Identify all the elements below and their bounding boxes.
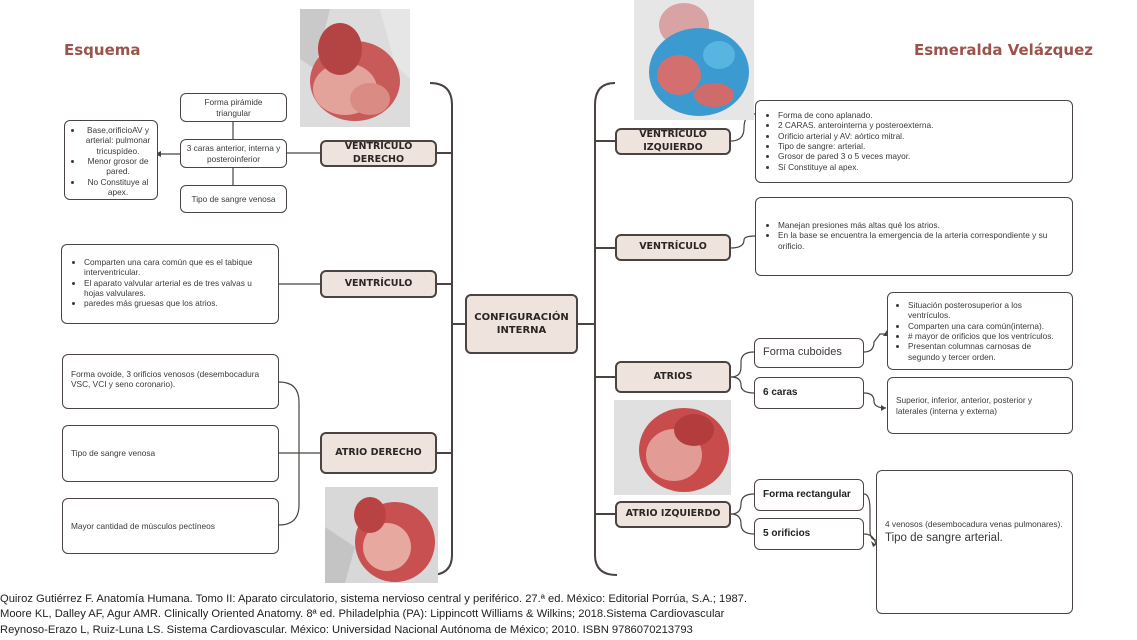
atrios-caras-box: 6 caras	[754, 377, 864, 409]
vd-detail-item: No Constituye al apex.	[83, 177, 153, 198]
atrios-forma-box: Forma cuboides	[754, 338, 864, 368]
vd-caras-box: 3 caras anterior, interna y posteroinfer…	[180, 139, 287, 168]
ai-orificios-box: 5 orificios	[754, 518, 864, 550]
ad-musculos-box: Mayor cantidad de músculos pectíneos	[62, 498, 279, 554]
atrios-forma-item: Situación posterosuperior a los ventrícu…	[908, 300, 1064, 321]
ai-detail-big: Tipo de sangre arterial.	[885, 532, 1003, 545]
left-title: Esquema	[64, 41, 141, 59]
ad-sangre-box: Tipo de sangre venosa	[62, 425, 279, 482]
atrios-forma-detail-box: Situación posterosuperior a los ventrícu…	[887, 292, 1073, 370]
ventriculo-right-node: VENTRÍCULO	[615, 234, 731, 261]
vd-detail-item: Base,orificioAV y arterial: pulmonar tri…	[83, 125, 153, 156]
vd-detail-item: Menor grosor de pared.	[83, 156, 153, 177]
atrio-izquierdo-node: ATRIO IZQUIERDO	[615, 501, 731, 528]
vi-item: Sí Constituye al apex.	[778, 162, 1064, 172]
vi-detail-box: Forma de cono aplanado. 2 CARAS. anteroi…	[755, 100, 1073, 183]
ventriculo-left-node: VENTRÍCULO	[320, 270, 437, 298]
ventriculo-right-box: Manejan presiones más altas qué los atri…	[755, 197, 1073, 276]
ventriculo-izquierdo-node: VENTRÍCULO IZQUIERDO	[615, 128, 731, 155]
heart-image-mid-right	[614, 400, 731, 495]
vd-sangre-box: Tipo de sangre venosa	[180, 185, 287, 213]
atrios-node: ATRIOS	[615, 361, 731, 393]
ventriculo-left-item: Comparten una cara común que es el tabiq…	[84, 257, 270, 278]
ventriculo-left-item: paredes más gruesas que los atrios.	[84, 298, 270, 308]
vi-item: Tipo de sangre: arterial.	[778, 141, 1064, 151]
ventriculo-left-box: Comparten una cara común que es el tabiq…	[61, 244, 279, 324]
ventriculo-right-item: En la base se encuentra la emergencia de…	[778, 230, 1064, 251]
vi-item: Orificio arterial y AV: aórtico mitral.	[778, 131, 1064, 141]
ventriculo-right-item: Manejan presiones más altas qué los atri…	[778, 220, 1064, 230]
vi-item: 2 CARAS. anterointerna y posteroexterna.	[778, 120, 1064, 130]
ventriculo-left-item: El aparato valvular arterial es de tres …	[84, 278, 270, 299]
atrios-forma-item: Presentan columnas carnosas de segundo y…	[908, 341, 1064, 362]
heart-image-top-right	[634, 0, 754, 120]
reference-line: Reynoso-Erazo L, Ruiz-Luna LS. Sistema C…	[0, 623, 693, 636]
vi-item: Forma de cono aplanado.	[778, 110, 1064, 120]
heart-image-top-left	[300, 9, 410, 127]
center-node: CONFIGURACIÓN INTERNA	[465, 294, 578, 354]
ai-detail-box: 4 venosos (desembocadura venas pulmonare…	[876, 470, 1073, 614]
atrios-forma-item: Comparten una cara común(interna).	[908, 321, 1064, 331]
vd-detail-box: Base,orificioAV y arterial: pulmonar tri…	[64, 120, 158, 200]
references: Quiroz Gutiérrez F. Anatomía Humana. Tom…	[0, 592, 747, 638]
heart-image-bottom-left	[325, 487, 438, 583]
vi-item: Grosor de pared 3 o 5 veces mayor.	[778, 151, 1064, 161]
ai-detail-small: 4 venosos (desembocadura venas pulmonare…	[885, 519, 1063, 529]
reference-line: Moore KL, Dalley AF, Agur AMR. Clinicall…	[0, 608, 725, 621]
ad-forma-box: Forma ovoide, 3 orificios venosos (desem…	[62, 354, 279, 409]
vd-forma-box: Forma pirámide triangular	[180, 93, 287, 122]
atrios-caras-detail-box: Superior, inferior, anterior, posterior …	[887, 377, 1073, 434]
ventriculo-derecho-node: VENTRÍCULO DERECHO	[320, 140, 437, 167]
reference-line: Quiroz Gutiérrez F. Anatomía Humana. Tom…	[0, 593, 747, 605]
author-title: Esmeralda Velázquez	[914, 41, 1093, 59]
ai-forma-box: Forma rectangular	[754, 479, 864, 511]
atrio-derecho-node: ATRIO DERECHO	[320, 432, 437, 474]
atrios-forma-item: # mayor de orificios que los ventrículos…	[908, 331, 1064, 341]
